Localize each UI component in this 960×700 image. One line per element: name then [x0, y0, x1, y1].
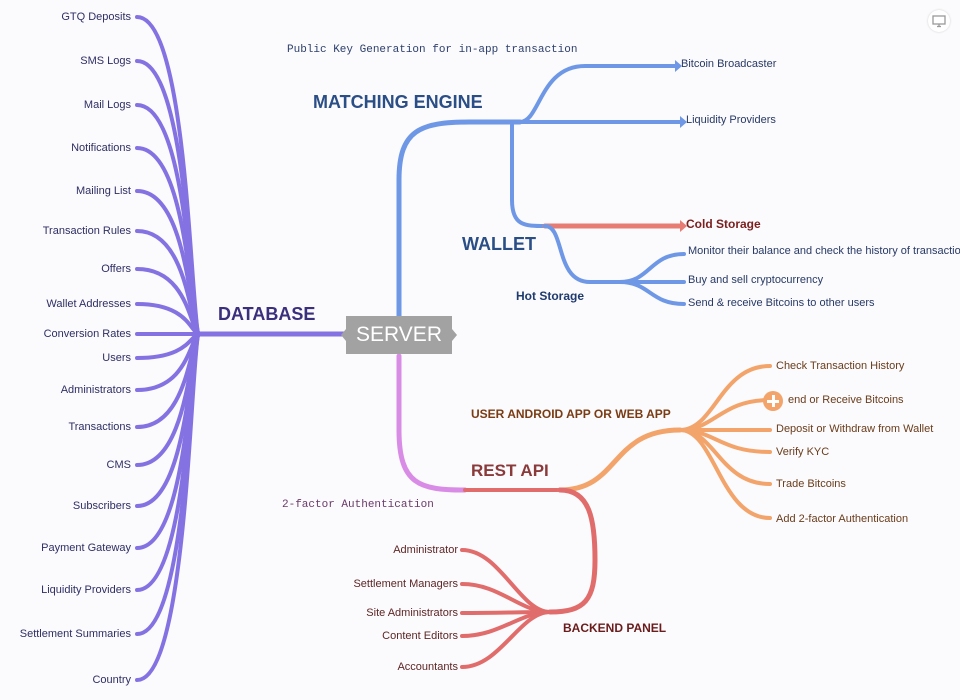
database-item[interactable]: Settlement Summaries: [19, 628, 131, 640]
server-label: SERVER: [356, 323, 442, 346]
cold-storage-label[interactable]: Cold Storage: [686, 217, 761, 231]
hot-storage-label[interactable]: Hot Storage: [516, 289, 585, 303]
wallet-trunk: [510, 122, 547, 228]
hot-line-monitor: [588, 252, 686, 284]
database-item[interactable]: Liquidity Providers: [41, 584, 131, 596]
hot-item-send-receive[interactable]: Send & receive Bitcoins to other users: [688, 297, 875, 309]
database-item[interactable]: Payment Gateway: [41, 542, 131, 554]
database-item[interactable]: Notifications: [71, 142, 131, 154]
database-item[interactable]: Subscribers: [72, 500, 131, 512]
matching-trunk: [396, 119, 523, 319]
database-item[interactable]: Country: [92, 674, 131, 686]
plus-icon[interactable]: [763, 391, 783, 411]
hot-storage-trunk: [543, 224, 592, 284]
backend-line: [460, 548, 552, 614]
database-item[interactable]: GTQ Deposits: [61, 11, 131, 23]
matching-item-liquidity-providers[interactable]: Liquidity Providers: [686, 114, 776, 126]
server-node[interactable]: SERVER: [341, 316, 457, 354]
monitor-icon: [932, 15, 946, 28]
backend-item-settlement-managers[interactable]: Settlement Managers: [353, 578, 458, 590]
hot-line-send: [618, 280, 686, 306]
user-app-line: [678, 364, 772, 432]
view-toggle-button[interactable]: [928, 10, 950, 32]
rest-api-label[interactable]: REST API: [471, 461, 549, 480]
hot-item-monitor-balance[interactable]: Monitor their balance and check the hist…: [688, 245, 960, 257]
user-app-line: [678, 428, 772, 486]
database-item[interactable]: Conversion Rates: [43, 328, 131, 340]
matching-item-bitcoin-broadcaster[interactable]: Bitcoin Broadcaster: [681, 58, 777, 70]
database-item[interactable]: Transactions: [68, 421, 131, 433]
app-item-deposit-withdraw[interactable]: Deposit or Withdraw from Wallet: [776, 423, 934, 435]
backend-item-administrator[interactable]: Administrator: [393, 544, 458, 556]
app-item-check-history[interactable]: Check Transaction History: [776, 360, 905, 372]
app-item-2fa[interactable]: Add 2-factor Authentication: [776, 513, 909, 525]
rest-trunk: [396, 353, 468, 493]
user-app-trunk: [557, 427, 683, 493]
database-branch-line: [135, 332, 202, 682]
database-item[interactable]: Mail Logs: [83, 99, 131, 111]
app-item-trade[interactable]: Trade Bitcoins: [776, 478, 846, 490]
database-item[interactable]: Transaction Rules: [42, 225, 131, 237]
backend-item-site-administrators[interactable]: Site Administrators: [366, 607, 458, 619]
database-item[interactable]: SMS Logs: [80, 55, 131, 67]
user-app-label[interactable]: USER ANDROID APP OR WEB APP: [471, 407, 671, 421]
arrow-cold: [680, 220, 687, 232]
backend-line: [460, 610, 552, 669]
database-item[interactable]: Offers: [101, 263, 131, 275]
app-item-send-receive[interactable]: end or Receive Bitcoins: [788, 394, 904, 406]
hot-item-buy-sell[interactable]: Buy and sell cryptocurrency: [688, 274, 824, 286]
arrow-liquidity: [680, 116, 687, 128]
database-item[interactable]: Wallet Addresses: [46, 298, 131, 310]
arrow-broadcaster: [675, 60, 682, 72]
database-label[interactable]: DATABASE: [218, 304, 316, 324]
user-app-line: [678, 428, 772, 520]
wallet-label[interactable]: WALLET: [462, 234, 536, 254]
matching-line-broadcaster: [518, 64, 677, 124]
rest-api-note: 2-factor Authentication: [282, 499, 434, 511]
database-item[interactable]: Users: [102, 352, 131, 364]
matching-engine-label[interactable]: MATCHING ENGINE: [313, 92, 483, 112]
matching-engine-note: Public Key Generation for in-app transac…: [287, 44, 578, 56]
database-item[interactable]: Mailing List: [75, 185, 131, 197]
backend-panel-label[interactable]: BACKEND PANEL: [563, 621, 667, 635]
backend-item-accountants[interactable]: Accountants: [397, 661, 458, 673]
database-item[interactable]: CMS: [106, 459, 131, 471]
backend-item-content-editors[interactable]: Content Editors: [382, 630, 458, 642]
app-item-verify-kyc[interactable]: Verify KYC: [776, 446, 830, 458]
backend-trunk: [547, 487, 598, 615]
database-item[interactable]: Administrators: [60, 384, 131, 396]
